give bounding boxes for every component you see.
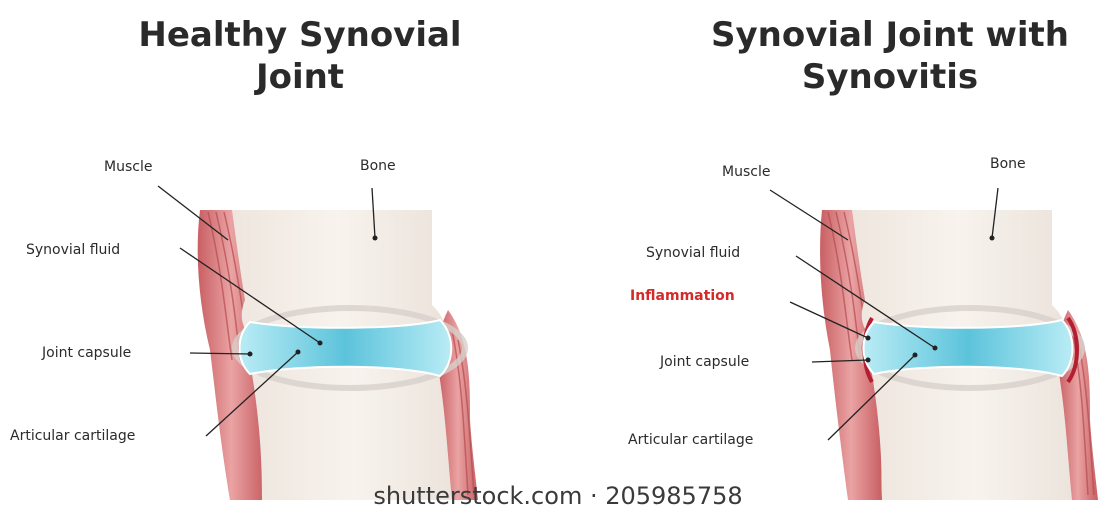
watermark-footer: shutterstock.com · 205985758 (0, 482, 1116, 510)
label-bone-left: Bone (360, 158, 396, 174)
healthy-joint-illustration (158, 186, 478, 500)
label-articular-cartilage-right: Articular cartilage (628, 432, 753, 448)
synovial-fluid-right (864, 320, 1073, 376)
label-joint-capsule-right: Joint capsule (660, 354, 749, 370)
label-articular-cartilage-left: Articular cartilage (10, 428, 135, 444)
label-joint-capsule-left: Joint capsule (42, 345, 131, 361)
label-muscle-left: Muscle (104, 159, 152, 175)
synovial-fluid-left (240, 320, 452, 376)
label-synovial-fluid-right: Synovial fluid (646, 245, 740, 261)
label-bone-right: Bone (990, 156, 1026, 172)
label-muscle-right: Muscle (722, 164, 770, 180)
synovitis-joint-illustration (770, 188, 1098, 500)
label-synovial-fluid-left: Synovial fluid (26, 242, 120, 258)
label-inflammation-right: Inflammation (630, 288, 735, 304)
